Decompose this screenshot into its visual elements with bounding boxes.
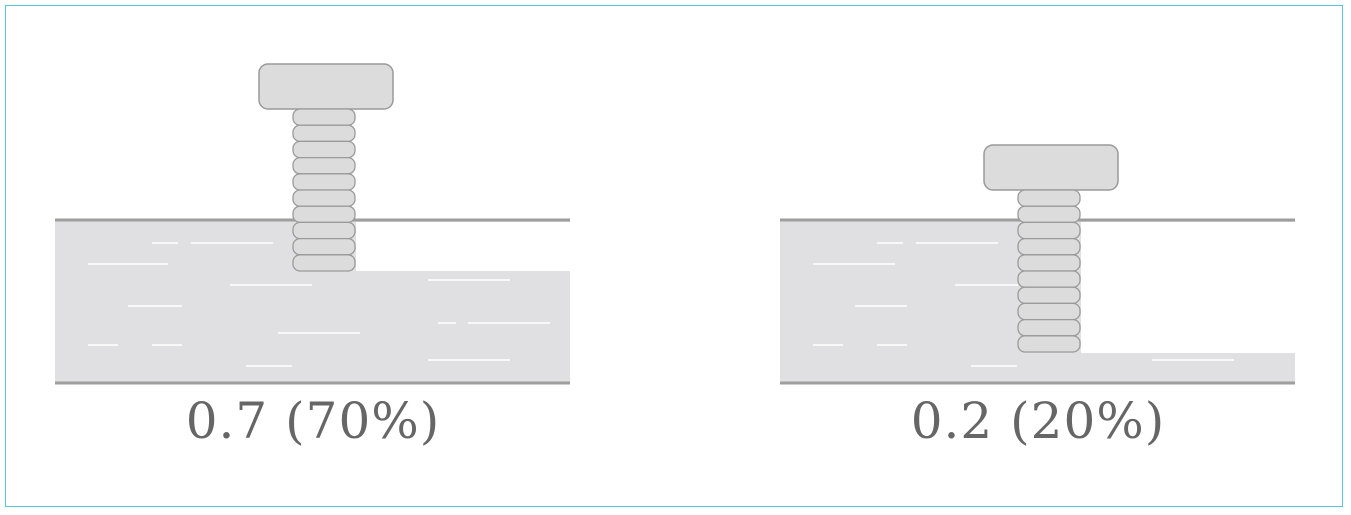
screw-thread xyxy=(1017,270,1081,288)
screw-right xyxy=(983,144,1119,353)
screw-thread xyxy=(1017,205,1081,224)
screw-thread xyxy=(292,205,356,224)
screw-thread xyxy=(1017,302,1081,321)
screw-thread xyxy=(1017,318,1081,337)
screw-threads-right xyxy=(1017,189,1081,353)
panel-right xyxy=(780,144,1295,385)
screw-thread xyxy=(292,173,356,191)
screw-thread xyxy=(292,140,356,159)
screw-thread xyxy=(292,124,356,143)
panel-left xyxy=(55,63,570,385)
screw-thread xyxy=(292,108,356,126)
screw-thread xyxy=(1017,286,1081,305)
screw-thread xyxy=(292,189,356,207)
texture-lines-right xyxy=(813,242,1234,367)
screw-left xyxy=(258,63,394,272)
screw-thread xyxy=(1017,254,1081,272)
screw-thread xyxy=(1017,189,1081,207)
gap-right xyxy=(1081,222,1295,353)
texture-lines-left xyxy=(88,242,550,367)
screw-head-left xyxy=(258,63,394,110)
caption-right: 0.2 (20%) xyxy=(910,392,1166,450)
screw-threads-left xyxy=(292,108,356,272)
screw-thread xyxy=(292,221,356,240)
caption-left: 0.7 (70%) xyxy=(185,392,441,450)
screw-thread xyxy=(1017,221,1081,240)
screw-thread xyxy=(292,156,356,175)
screw-thread xyxy=(1017,237,1081,256)
screw-thread xyxy=(1017,335,1081,353)
screw-head-right xyxy=(983,144,1119,191)
gap-left xyxy=(356,222,570,271)
screw-thread xyxy=(292,254,356,272)
screw-thread xyxy=(292,237,356,256)
